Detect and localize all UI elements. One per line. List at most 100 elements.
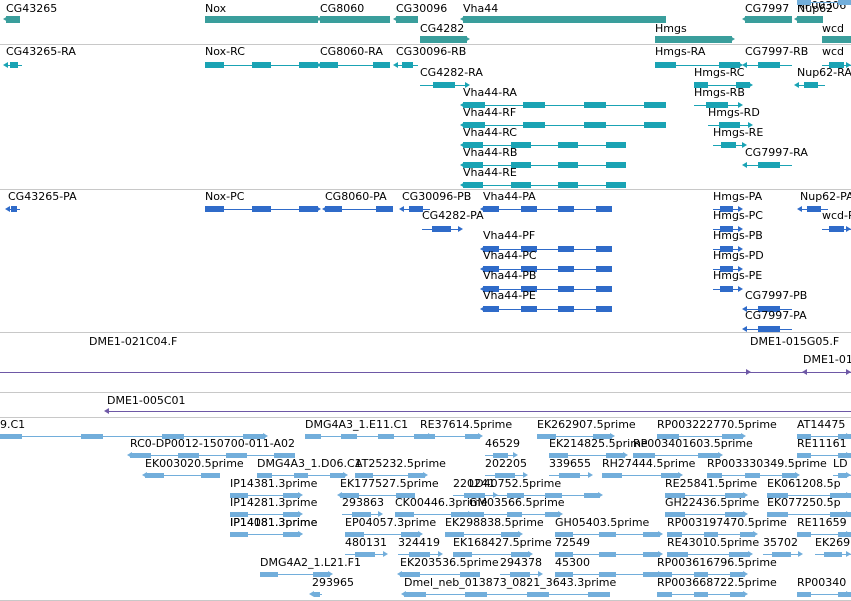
forward-strand-arrow-icon [846,472,851,478]
feature-label: 46529 [485,437,520,450]
feature-bar [745,16,792,23]
feature-exon [558,246,575,252]
feature-label: GM03566.5prime [469,496,565,509]
feature-exon [409,206,423,212]
feature-label: RE11161 [797,437,847,450]
feature-intron-line [797,436,851,437]
feature-label: CG4282 [420,22,465,35]
feature-label: CG4282-RA [420,66,483,79]
forward-strand-arrow-icon [743,492,748,498]
feature-intron-line [694,85,750,86]
feature-exon [401,532,420,537]
feature-exon [559,473,580,478]
feature-label: EK269 [815,536,851,549]
feature-exon [718,122,740,128]
forward-strand-arrow-icon [738,286,743,292]
forward-strand-arrow-icon [738,102,743,108]
forward-strand-arrow-icon [741,433,746,439]
feature-exon [305,434,321,439]
feature-intron-line [805,372,851,373]
feature-exon [252,206,271,212]
feature-exon [483,306,500,312]
feature-intron-line [483,309,612,310]
feature-exon [130,453,151,458]
reverse-strand-arrow-icon [794,82,799,88]
feature-label: RP003401603.5prime [633,437,753,450]
feature-exon [667,552,688,557]
feature-label: Nox [205,2,227,15]
feature-label: Hmgs-PC [713,209,763,222]
feature-exon [325,206,342,212]
feature-exon [483,286,500,292]
feature-exon [520,286,537,292]
forward-strand-arrow-icon [623,452,628,458]
forward-strand-arrow-icon [328,571,333,577]
feature-exon [558,306,575,312]
feature-exon [510,162,531,168]
feature-bar [420,36,467,43]
feature-intron-line [797,455,851,456]
forward-strand-arrow-icon [378,511,383,517]
forward-strand-arrow-icon [718,452,723,458]
feature-intron-line [305,436,430,437]
feature-exon [797,532,811,537]
feature-exon [644,122,666,128]
feature-exon [719,226,734,232]
feature-bar [205,16,318,23]
feature-bar [463,16,666,23]
feature-exon [495,473,515,478]
forward-strand-arrow-icon [588,472,593,478]
feature-exon [740,532,755,537]
feature-exon [282,532,300,537]
feature-intron-line [797,534,851,535]
reverse-strand-arrow-icon [480,306,485,312]
feature-exon [660,473,680,478]
forward-strand-arrow-icon [743,511,748,517]
feature-exon [657,592,672,597]
forward-strand-arrow-icon [846,452,851,458]
forward-strand-arrow-icon [528,551,533,557]
feature-exon [830,493,851,498]
feature-intron-line [395,514,470,515]
feature-exon [720,142,737,148]
forward-strand-arrow-icon [465,36,470,42]
track-separator [0,392,851,393]
forward-strand-arrow-icon [846,551,851,557]
feature-intron-line [453,554,530,555]
reverse-strand-arrow-icon [480,266,485,272]
feature-exon [595,246,612,252]
reverse-strand-arrow-icon [317,62,322,68]
forward-strand-arrow-icon [438,551,443,557]
forward-strand-arrow-icon [743,591,748,597]
feature-label: Hmgs-RD [708,106,760,119]
feature-intron-line [655,65,740,66]
feature-exon [299,62,318,68]
feature-label: 294378 [500,556,542,569]
feature-exon [549,453,568,458]
feature-exon [665,512,685,517]
feature-label: CG30096-RB [396,45,467,58]
forward-strand-arrow-icon [343,472,348,478]
feature-intron-line [767,514,851,515]
forward-strand-arrow-icon [846,226,851,232]
feature-exon [351,512,371,517]
feature-label: RP00340 [797,576,847,589]
forward-strand-arrow-icon [523,472,528,478]
feature-exon [340,493,359,498]
feature-exon [463,142,484,148]
feature-label: wcd-PA [822,209,851,222]
feature-exon [453,552,473,557]
feature-exon [633,453,655,458]
forward-strand-arrow-icon [518,531,523,537]
feature-exon [10,62,18,68]
feature-exon [299,206,318,212]
feature-exon [558,162,579,168]
feature-label: RC0-DP0012-150700-011-A02 [130,437,296,450]
feature-exon [11,206,17,212]
feature-intron-line [483,269,612,270]
feature-label: DMG4A3_1.E11.C1 [305,418,409,431]
feature-exon [201,473,220,478]
feature-exon [401,62,413,68]
feature-label: Nox-RC [205,45,245,58]
